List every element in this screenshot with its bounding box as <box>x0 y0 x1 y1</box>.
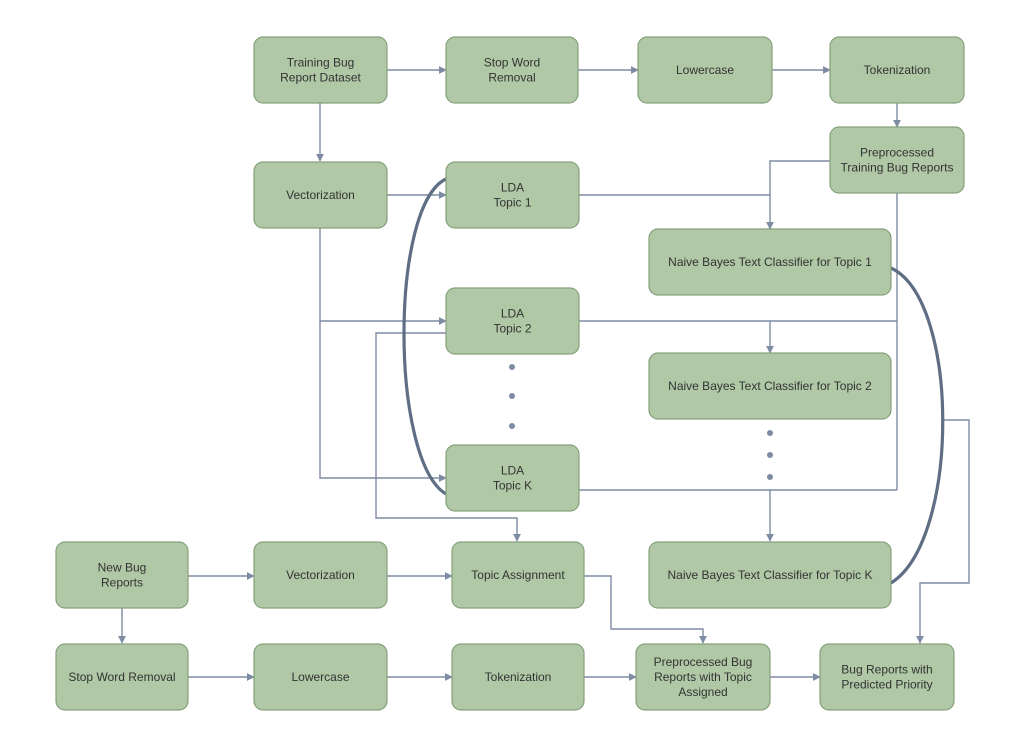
node-stop-word-removal-bottom[interactable]: Stop Word Removal <box>55 643 189 711</box>
node-box <box>648 352 892 420</box>
node-box <box>829 126 965 194</box>
lda-ellipsis-dot <box>509 423 515 429</box>
node-label: Training Bug <box>287 56 355 70</box>
node-box <box>451 541 585 609</box>
node-label: LDA <box>501 181 524 195</box>
node-box <box>445 444 580 512</box>
ellipsis-dots <box>509 364 773 480</box>
node-nb-classifier-topic-1[interactable]: Naive Bayes Text Classifier for Topic 1 <box>648 228 892 296</box>
node-label: Reports <box>101 576 143 590</box>
edges <box>118 66 970 681</box>
lda-topics-bracket <box>402 177 447 496</box>
node-label: Vectorization <box>286 188 355 202</box>
node-label: Naive Bayes Text Classifier for Topic 1 <box>668 255 872 269</box>
node-label: Training Bug Reports <box>841 161 954 175</box>
node-label: Lowercase <box>291 670 349 684</box>
node-box <box>819 643 955 711</box>
node-box <box>55 643 189 711</box>
node-label: Report Dataset <box>280 71 361 85</box>
node-tokenization-bottom[interactable]: Tokenization <box>451 643 585 711</box>
node-label: Stop Word <box>484 56 540 70</box>
node-label: Assigned <box>678 685 727 699</box>
node-box <box>648 228 892 296</box>
node-label: LDA <box>501 464 524 478</box>
node-lowercase-bottom[interactable]: Lowercase <box>253 643 388 711</box>
node-label: Reports with Topic <box>654 670 752 684</box>
node-label: LDA <box>501 307 524 321</box>
node-box <box>445 36 579 104</box>
node-nb-classifier-topic-2[interactable]: Naive Bayes Text Classifier for Topic 2 <box>648 352 892 420</box>
node-label: Stop Word Removal <box>68 670 175 684</box>
node-lowercase-top[interactable]: Lowercase <box>637 36 773 104</box>
lda-ellipsis-dot <box>509 393 515 399</box>
edge-vectorization-to-lda-k <box>319 321 447 482</box>
nb-ellipsis-dot <box>767 474 773 480</box>
node-box <box>55 541 189 609</box>
node-label: Topic 2 <box>493 322 531 336</box>
node-label: Predicted Priority <box>841 678 932 692</box>
node-box <box>635 643 771 711</box>
node-label: Removal <box>488 71 535 85</box>
nb-ellipsis-dot <box>767 430 773 436</box>
edge-nb-to-predicted <box>916 419 970 644</box>
node-label: Tokenization <box>864 63 931 77</box>
node-label: Preprocessed <box>860 146 934 160</box>
node-label: Naive Bayes Text Classifier for Topic K <box>668 568 873 582</box>
node-box <box>253 541 388 609</box>
brackets <box>402 177 945 585</box>
node-label: Topic 1 <box>493 196 531 210</box>
node-box <box>253 643 388 711</box>
node-label: Naive Bayes Text Classifier for Topic 2 <box>668 379 872 393</box>
node-label: Tokenization <box>485 670 552 684</box>
edge-vectorization-to-lda-2 <box>319 228 447 325</box>
node-box <box>637 36 773 104</box>
node-box <box>445 161 580 229</box>
node-box <box>648 541 892 609</box>
nb-classifiers-bracket <box>890 266 945 585</box>
node-label: Lowercase <box>676 63 734 77</box>
node-box <box>829 36 965 104</box>
node-box <box>451 643 585 711</box>
edge-lda-to-topic-assignment <box>375 332 521 542</box>
edge-preprocessed-to-nb-1 <box>766 160 830 230</box>
node-box <box>253 161 388 229</box>
node-label: Preprocessed Bug <box>654 655 753 669</box>
edge-topic-assignment-to-preprocessed <box>584 575 707 644</box>
node-vectorization-top[interactable]: Vectorization <box>253 161 388 229</box>
node-box <box>445 287 580 355</box>
lda-ellipsis-dot <box>509 364 515 370</box>
node-nb-classifier-topic-k[interactable]: Naive Bayes Text Classifier for Topic K <box>648 541 892 609</box>
node-box <box>253 36 388 104</box>
node-label: Vectorization <box>286 568 355 582</box>
node-label: New Bug <box>98 561 147 575</box>
node-vectorization-bottom[interactable]: Vectorization <box>253 541 388 609</box>
node-label: Topic K <box>493 479 532 493</box>
node-tokenization-top[interactable]: Tokenization <box>829 36 965 104</box>
node-label: Bug Reports with <box>841 663 932 677</box>
node-label: Topic Assignment <box>471 568 565 582</box>
node-topic-assignment[interactable]: Topic Assignment <box>451 541 585 609</box>
nb-ellipsis-dot <box>767 452 773 458</box>
